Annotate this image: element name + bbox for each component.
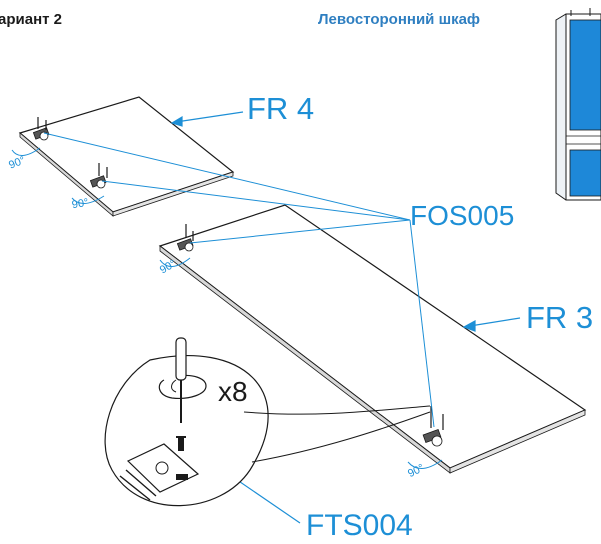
- fts004-label: FTS004: [306, 509, 413, 542]
- hinge-icon: [32, 117, 444, 447]
- fr4-label: FR 4: [247, 91, 315, 126]
- cabinet-title: Левосторонний шкаф: [318, 11, 481, 28]
- fr3-label: FR 3: [526, 300, 594, 335]
- cabinet-icon: [555, 8, 601, 201]
- screw-icon: [176, 436, 186, 451]
- angle-arcs: [11, 147, 443, 469]
- door-panel-fr3: [158, 204, 587, 474]
- screwdriver-icon: [158, 337, 207, 423]
- variant-title: ариант 2: [0, 11, 62, 28]
- quantity-label: x8: [218, 376, 248, 407]
- fos-leader-lines: [43, 132, 435, 428]
- hinge-closeup: [119, 443, 200, 501]
- door-panel-fr4: [18, 96, 235, 217]
- fos005-label: FOS005: [410, 200, 515, 231]
